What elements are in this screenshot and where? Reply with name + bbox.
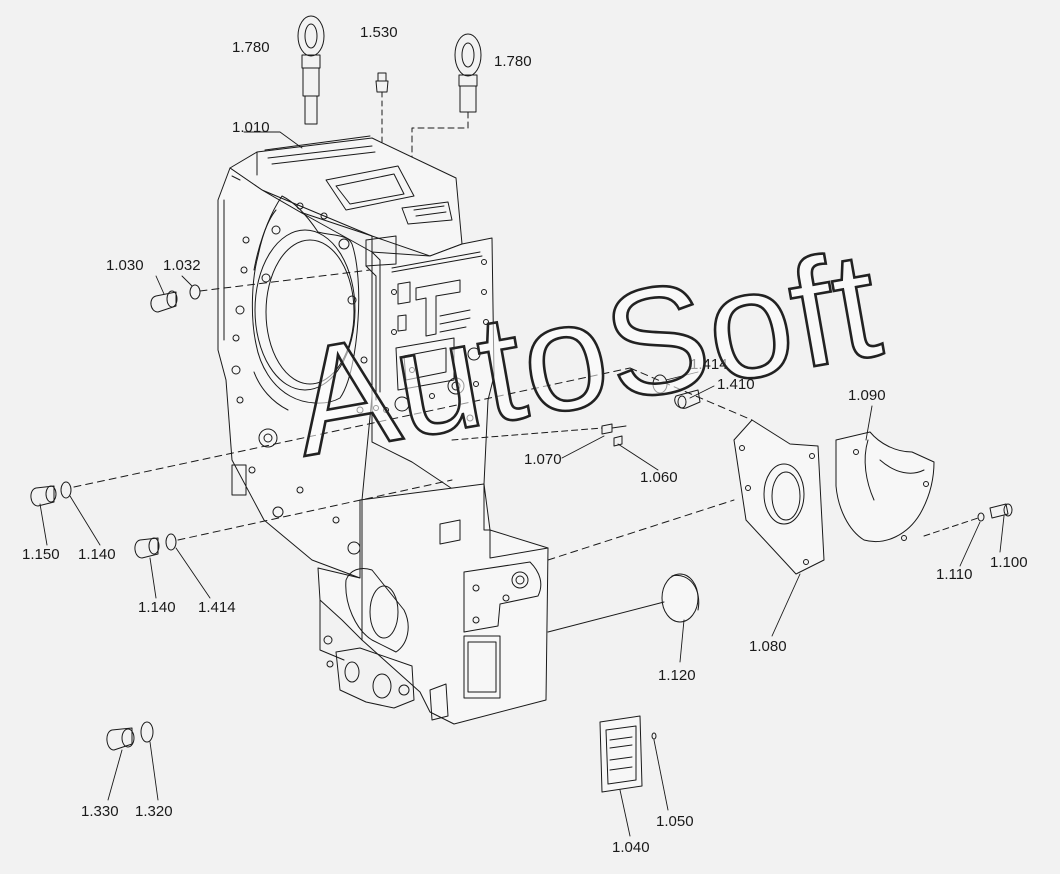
part-label-1080: 1.080: [749, 638, 787, 655]
part-label-1010: 1.010: [232, 119, 270, 136]
part-label-1320: 1.320: [135, 803, 173, 820]
part-label-1030: 1.030: [106, 257, 144, 274]
part-label-1040: 1.040: [612, 839, 650, 856]
seal-and-stud-1414-1410: [629, 367, 753, 421]
part-label-1780-left: 1.780: [232, 39, 270, 56]
cover-plate-1080: [547, 419, 825, 575]
part-label-1414-lower: 1.414: [198, 599, 236, 616]
part-label-1330: 1.330: [81, 803, 119, 820]
part-label-1032: 1.032: [163, 257, 201, 274]
nameplate-1040: [599, 715, 657, 793]
part-label-1150: 1.150: [22, 546, 60, 563]
part-label-1780-right: 1.780: [494, 53, 532, 70]
part-label-1410: 1.410: [717, 376, 755, 393]
part-label-1060: 1.060: [640, 469, 678, 486]
part-label-1110: 1.110: [936, 566, 973, 583]
plug-1150: [30, 367, 631, 507]
plug-1120: [547, 573, 700, 633]
leader-lines: [39, 131, 1005, 837]
part-label-1050: 1.050: [656, 813, 694, 830]
plug-1330: [106, 721, 154, 751]
part-label-1120: 1.120: [658, 667, 696, 684]
part-label-1414-upper: 1.414: [690, 356, 728, 373]
part-label-1140-lower: 1.140: [138, 599, 176, 616]
part-label-1100: 1.100: [990, 554, 1028, 571]
part-label-1530: 1.530: [360, 24, 398, 41]
part-label-1090: 1.090: [848, 387, 886, 404]
bolt-1100-washer-1110: [977, 503, 1013, 522]
plug-1030: [150, 269, 371, 313]
bolts-1060-1070: [451, 423, 627, 447]
eye-bolt-left: [297, 15, 325, 125]
part-label-1070: 1.070: [524, 451, 562, 468]
eye-bolt-right: [411, 33, 482, 161]
gasket-1090: [835, 431, 979, 542]
part-label-1140-upper: 1.140: [78, 546, 116, 563]
plug-1140: [134, 479, 453, 559]
housing: [217, 135, 549, 725]
